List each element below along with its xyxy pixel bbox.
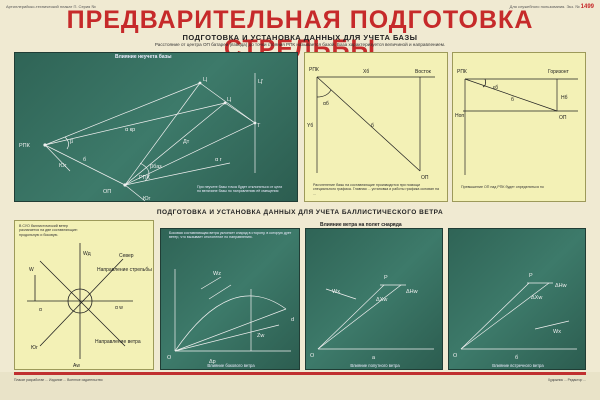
components-note: Расчленение базы на составляющие произво… [313,183,440,196]
label-yug2: Юг [143,196,151,202]
label-fire-dir: Направление стрельбы [97,267,152,273]
base-components-diagram: РПК Xб Восток б αб Yб ОП [307,67,435,181]
label-c: Ц [203,77,207,83]
label-beta: β [70,139,73,145]
label-dh: ΔНw [406,289,418,295]
serial: 1499 [580,4,594,10]
label-rpk2: РПК [139,175,151,181]
base-panel: Влияние неучета базы [14,52,298,202]
label-op: ОП [103,189,111,195]
label-alpha-w: α w [115,305,123,311]
label-aw: Аw [73,363,80,369]
label-rpk: РПК [457,69,467,75]
label-dh: ΔHw [555,283,567,289]
label-z: Zw [257,333,264,339]
label-wx: Wx [553,329,561,335]
label-horizon: Горизонт [548,69,570,75]
label-t: Т [257,123,261,129]
label-w: W [29,267,34,273]
footer-strip [0,372,600,400]
label-yug: Юг [59,163,67,169]
label-p: Р [384,275,388,281]
label-a: а [372,355,376,361]
poster-title: ПРЕДВАРИТЕЛЬНАЯ ПОДГОТОВКА СТРЕЛЬБЫ [66,6,534,63]
left-note: Артиллерийско-технический плакат П. Сери… [6,4,96,9]
base-diagram: РПК Юг ОП Юг РПК Ц Ц α кр α r б Дт βбаз … [19,73,263,202]
label-o: О [453,353,458,359]
label-b: б [515,355,518,361]
label-op: ОП [421,175,429,181]
label-lp: Δр [209,359,216,365]
label-alpha: α [39,307,42,313]
base-panel-note: При неучете базы точка будет отклоняться… [197,185,283,194]
footer-right: Художник ... Редактор ... [547,378,586,382]
wind-diagram: W Wд α Направление стрельбы Север Юг Нап… [27,243,152,369]
label-north: Север [119,253,134,259]
label-rpk: РПК [309,67,319,73]
label-d: d [291,317,294,323]
elevation-note: Превышение ОП над РПК будет определяться… [461,185,544,189]
cross-wind-note: Боковая составляющая ветра уклоняет снар… [169,231,292,240]
right-note: Для служебного пользования. Экз. № 1499 [509,4,594,10]
head-wind-diagram: Р ΔXw ΔHw Wx О б [453,273,577,361]
tail-wind-caption: Влияние попутного ветра [350,363,400,368]
label-wd: Wд [83,251,91,257]
cross-wind-diagram: Wz Zw О d Δр [167,269,294,365]
label-dxw: ΔXw [376,297,387,303]
label-wz: Wz [213,271,221,277]
poster-subtitle: ПОДГОТОВКА И УСТАНОВКА ДАННЫХ ДЛЯ УЧЕТА … [182,33,418,42]
label-eps: εб [493,85,498,91]
base-panel-title: Влияние неучета базы [115,54,172,60]
label-alpha: αб [323,101,329,107]
wind-note: В СУО баллистический ветер разлагается н… [19,224,78,237]
label-dx: ΔXw [531,295,542,301]
label-south: Юг [31,345,38,351]
label-p: Р [529,273,533,279]
label-ts-prime: Ц' [258,79,263,85]
head-wind-panel: Р ΔXw ΔHw Wx О б Влияние встречного ветр… [448,228,586,370]
label-b: б [83,157,86,163]
cross-wind-panel: Wz Zw О d Δр Влияние бокового ветра Боко… [160,228,300,370]
footer-divider [14,372,586,375]
label-rpk: РПК [19,143,31,149]
header-meta: Артиллерийско-технический плакат П. Сери… [6,4,594,12]
label-dt: Дт [183,139,190,145]
label-o: О [167,355,172,361]
label-xb: Xб [363,69,369,75]
label-alpha-kr: α кр [125,127,135,133]
wind-box: В СУО баллистический ветер разлагается н… [14,220,154,370]
label-b: б [371,123,374,129]
label-ts: Ц [227,97,231,103]
tail-wind-diagram: Wx Р ΔXw ΔНw О а [310,275,434,361]
label-wx: Wx [332,289,340,295]
label-op: ОП [559,115,567,121]
elevation-box: РПК Горизонт εб б Hб Hоп ОП Превышение О… [452,52,586,202]
label-wind-dir: Направление ветра [95,339,141,345]
section2-title: ПОДГОТОВКА И УСТАНОВКА ДАННЫХ ДЛЯ УЧЕТА … [156,209,444,216]
label-alpha-r: α r [215,157,222,163]
footer-left: Плакат разработан ... Издание ... Военно… [14,378,103,382]
base-components-box: РПК Xб Восток б αб Yб ОП Расчленение баз… [304,52,448,202]
label-y: Yб [307,123,313,129]
tail-wind-panel: Wx Р ΔXw ΔНw О а Влияние попутного ветра [305,228,443,370]
label-beta-b: βбаз [150,164,162,170]
label-b: б [511,97,514,103]
label-hop: Hоп [455,113,464,119]
flight-title: Влияние ветра на полет снаряда [320,222,402,228]
elevation-diagram: РПК Горизонт εб б Hб Hоп ОП [455,69,578,175]
label-east: Восток [415,69,432,75]
label-o: О [310,353,315,359]
label-hb: Hб [561,95,568,101]
cross-wind-caption: Влияние бокового ветра [207,363,255,368]
poster-subnote: Расстояние от центра ОП батареи (взвода)… [154,42,446,47]
head-wind-caption: Влияние встречного ветра [492,363,544,368]
